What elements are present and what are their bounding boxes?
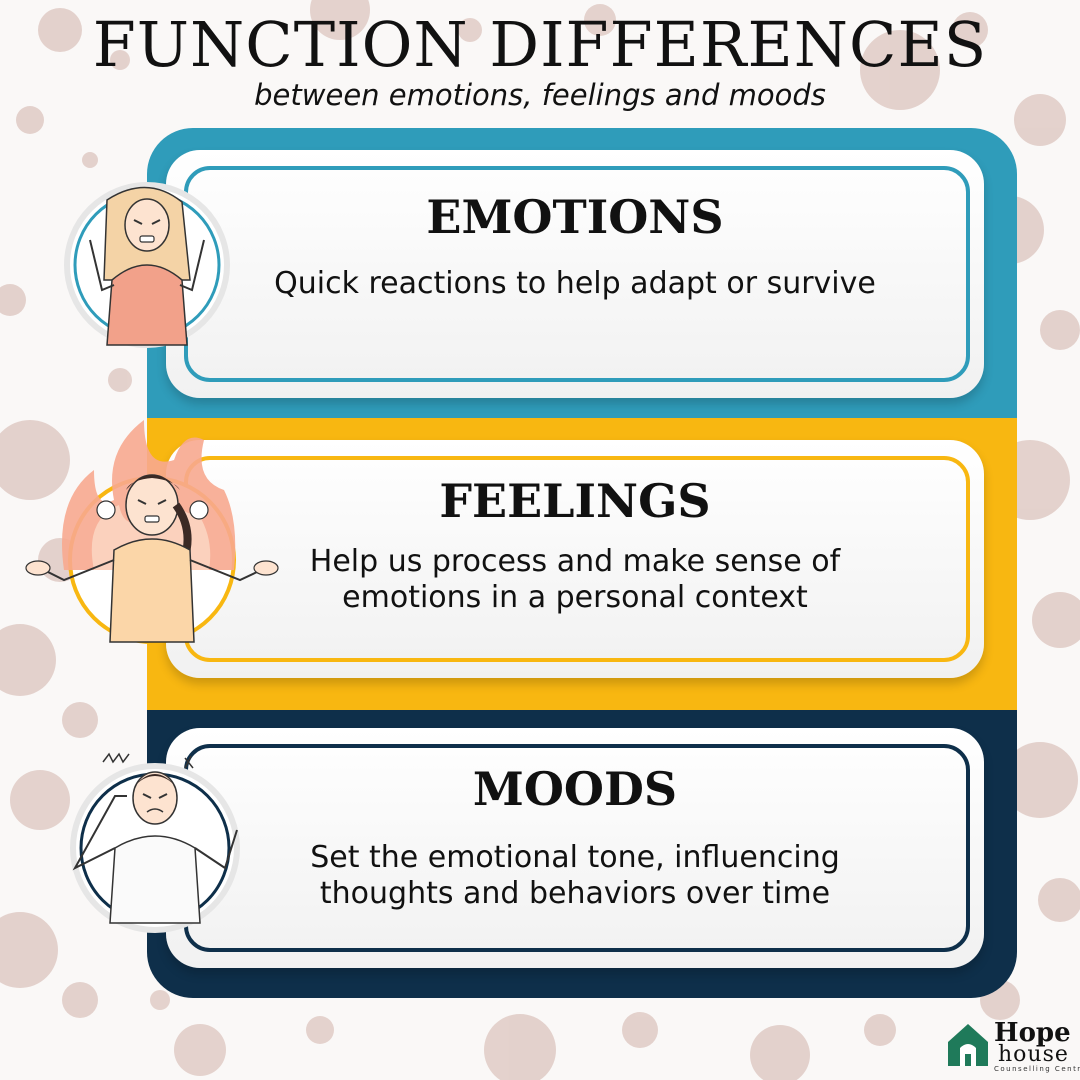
feelings-card: FEELINGS Help us process and make sense … [166, 440, 984, 678]
emotions-heading: EMOTIONS [426, 190, 724, 244]
feelings-description-line: emotions in a personal context [342, 580, 808, 615]
page-title: FUNCTION DIFFERENCES [92, 8, 988, 81]
moods-description-line: thoughts and behaviors over time [319, 876, 831, 911]
logo-name-line1: Hope [994, 1018, 1071, 1048]
feelings-heading: FEELINGS [439, 474, 711, 528]
emotions-description-line: Quick reactions to help adapt or survive [274, 266, 876, 301]
page-subtitle: between emotions, feelings and moods [254, 78, 826, 112]
feelings-description: Help us process and make sense of emotio… [166, 544, 984, 616]
logo-tagline: Counselling Centre [994, 1065, 1080, 1073]
hope-house-logo: Hope house Counselling Centre [946, 1018, 1080, 1074]
feelings-description-line: Help us process and make sense of [309, 544, 841, 579]
frustrated-woman-icon [64, 182, 230, 348]
logo-name-line2: house [998, 1042, 1069, 1067]
moods-description-line: Set the emotional tone, influencing [310, 840, 840, 875]
moods-heading: MOODS [472, 762, 678, 816]
angry-woman-flames-icon [25, 420, 279, 644]
stressed-man-icon [70, 752, 240, 933]
moods-description: Set the emotional tone, influencing thou… [166, 840, 984, 912]
house-door-icon [948, 1024, 988, 1066]
emotions-card: EMOTIONS Quick reactions to help adapt o… [166, 150, 984, 398]
moods-card: MOODS Set the emotional tone, influencin… [166, 728, 984, 968]
emotions-description: Quick reactions to help adapt or survive [166, 266, 984, 302]
